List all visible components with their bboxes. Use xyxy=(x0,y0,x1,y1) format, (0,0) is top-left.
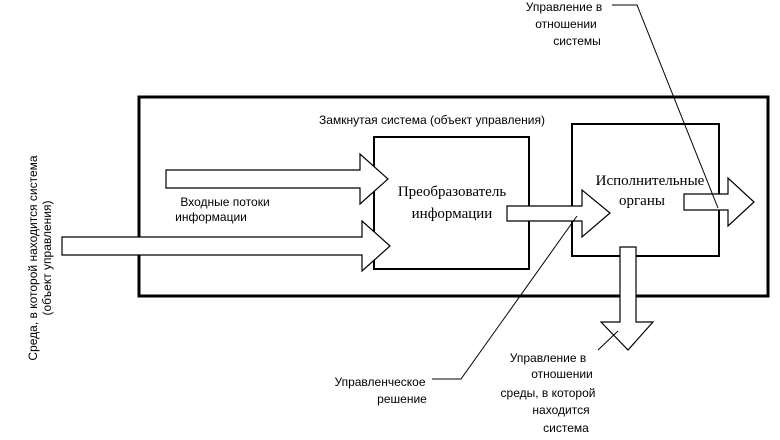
control-system-label-line3: системы xyxy=(553,34,601,48)
converter-label-line1: Преобразователь xyxy=(398,184,506,200)
control-env-label-line2: отношении xyxy=(531,367,593,381)
decision-arrow xyxy=(506,188,611,239)
executor-label-line2: органы xyxy=(619,193,665,209)
control-env-label-line1: Управление в xyxy=(510,351,586,365)
control-system-leader xyxy=(612,4,719,209)
control-env-label-line5: система xyxy=(543,421,589,435)
closed-system-label: Замкнутая система (объект управления) xyxy=(319,113,545,127)
control-system-label-line2: отношении xyxy=(535,17,597,31)
environment-label-line2: (объект управления) xyxy=(40,201,54,316)
output-arrow xyxy=(683,176,755,228)
decision-label-line2: решение xyxy=(377,392,427,406)
input-arrow-upper xyxy=(165,152,389,206)
converter-label-line2: информации xyxy=(412,206,493,222)
environment-control-arrow xyxy=(599,246,655,351)
executor-label-line1: Исполнительные xyxy=(596,173,705,189)
closed-system-box xyxy=(137,95,770,298)
control-system-label-line1: Управление в xyxy=(526,0,602,14)
converter-box xyxy=(373,136,530,270)
input-label-line2: информации xyxy=(175,210,247,224)
control-env-leader xyxy=(597,330,619,351)
decision-label-line1: Управленческое xyxy=(335,375,426,389)
executor-box xyxy=(571,123,720,257)
input-label-line1: Входные потоки xyxy=(180,195,269,209)
environment-arrow xyxy=(61,219,391,273)
control-env-label-line4: находится xyxy=(532,403,589,417)
decision-leader xyxy=(432,215,578,380)
environment-label-line1: Среда, в которой находится система xyxy=(26,155,40,360)
control-env-label-line3: среды, в которой xyxy=(501,386,596,400)
